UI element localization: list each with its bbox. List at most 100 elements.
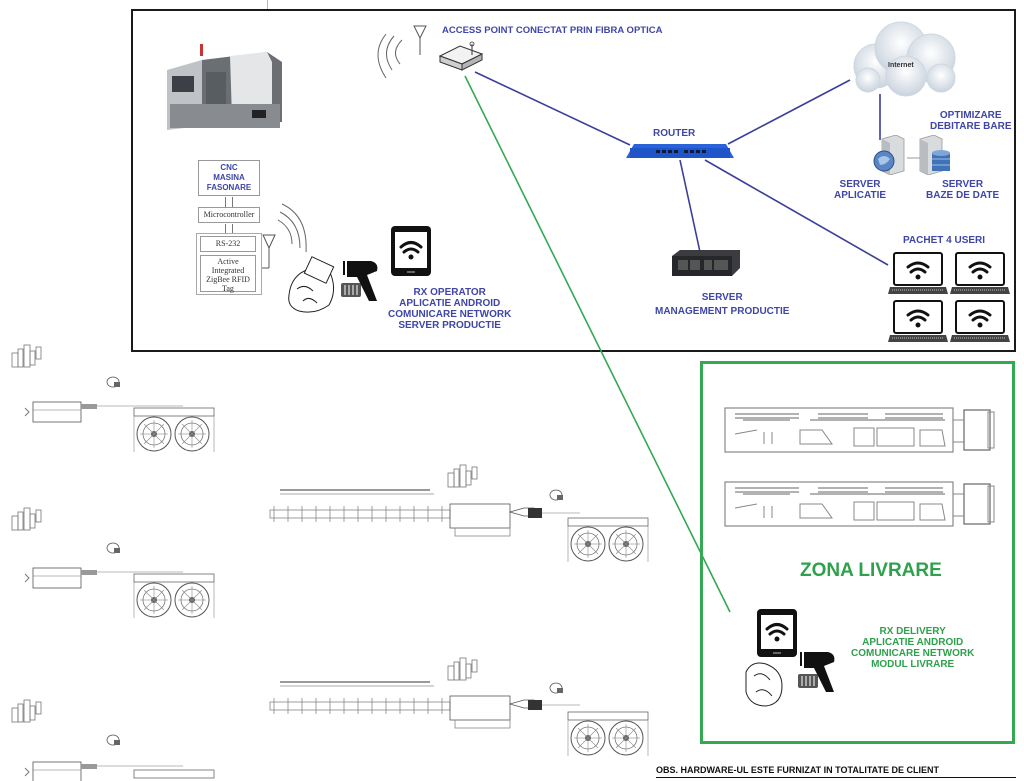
database-server-icon: [918, 135, 954, 175]
coil-frame: [133, 573, 215, 583]
coil-reel-icon: [174, 582, 210, 618]
rx-operator-line: SERVER PRODUCTIE: [398, 320, 501, 331]
truck-trailer-icon: [724, 481, 954, 527]
link-router-internet: [727, 79, 851, 145]
network-frame: [131, 9, 1016, 352]
application-server-icon: [872, 135, 908, 175]
internet-cloud-icon: Internet: [846, 18, 964, 98]
rx-operator-line: APLICATIE ANDROID: [399, 298, 501, 309]
rack-server-icon: [672, 250, 740, 276]
optimizare-line: DEBITARE BARE: [930, 121, 1012, 132]
users-package-label: PACHET 4 USERI: [903, 235, 986, 246]
laptop-icon: [888, 252, 948, 296]
coil-frame: [567, 711, 649, 721]
server-mgmt-line: SERVER: [701, 292, 743, 303]
microcontroller-box: Microcontroller: [198, 207, 260, 223]
server-management-label: SERVER MANAGEMENT PRODUCTIE: [655, 292, 789, 317]
cnc-machine-box: CNC MASINA FASONARE: [198, 160, 260, 196]
top-divider: [267, 0, 268, 9]
delivery-zone-frame: [700, 361, 1015, 744]
tag-label-line: Active: [217, 257, 239, 266]
optimizare-label: OPTIMIZARE DEBITARE BARE: [930, 110, 1011, 132]
access-point-label: ACCESS POINT CONECTAT PRIN FIBRA OPTICA: [442, 25, 663, 36]
rx-delivery-line: APLICATIE ANDROID: [862, 637, 964, 648]
users-laptops: [884, 250, 1014, 346]
truck-trailer-icon: [724, 407, 954, 453]
cnc-label-line: CNC: [220, 163, 238, 172]
cnc-label-line: MASINA: [213, 173, 245, 182]
rx-operator-label: RX OPERATOR APLICATIE ANDROID COMUNICARE…: [388, 287, 511, 331]
double-arrow-icon: [225, 224, 233, 234]
server-aplicatie-line: APLICATIE: [834, 190, 887, 201]
server-baze-line: BAZE DE DATE: [926, 190, 1000, 201]
cnc-label-line: FASONARE: [206, 183, 252, 192]
straightener-machine: [32, 761, 82, 781]
ap-antenna-icon: [413, 25, 427, 55]
cnc-machine-image: [162, 42, 287, 142]
delivery-tablet-icon: [756, 608, 798, 658]
link-ap-router: [474, 71, 631, 146]
rx-delivery-line: MODUL LIVRARE: [871, 659, 955, 670]
rfid-tag-box: Active Integrated ZigBee RFID Tag: [200, 255, 256, 293]
rfid-radio-waves-icon: [277, 203, 307, 253]
router-icon: [626, 140, 734, 162]
link-router-mgmt-server: [679, 159, 701, 253]
storage-racks-icon: [447, 657, 478, 681]
router-label: ROUTER: [653, 128, 696, 139]
coil-frame: [133, 769, 215, 779]
truck-cab-icon: [963, 483, 991, 525]
server-mgmt-line: MANAGEMENT PRODUCTIE: [655, 306, 790, 317]
coil-reel-icon: [608, 526, 644, 562]
tag-label-line: Tag: [222, 284, 234, 293]
footer-note: OBS. HARDWARE-UL ESTE FURNIZAT IN TOTALI…: [656, 765, 939, 775]
rx-delivery-line: RX DELIVERY: [879, 626, 946, 637]
coil-reel-icon: [608, 720, 644, 756]
storage-racks-icon: [447, 464, 478, 488]
storage-racks-icon: [11, 507, 42, 531]
coil-frame: [133, 407, 215, 417]
delivery-hand-scanner-icon: [742, 652, 842, 712]
coil-reel-icon: [570, 526, 606, 562]
rx-delivery-line: COMUNICARE NETWORK: [851, 648, 975, 659]
rx-operator-line: COMUNICARE NETWORK: [388, 309, 512, 320]
straightener-machine: [32, 567, 82, 589]
laptop-icon: [888, 300, 948, 344]
coil-frame: [567, 517, 649, 527]
server-aplicatie-label: SERVER APLICATIE: [834, 179, 886, 201]
coil-reel-icon: [136, 416, 172, 452]
ap-radio-waves-icon: [377, 33, 403, 79]
operator-hand-scanner-icon: [285, 255, 385, 317]
server-baze-label: SERVER BAZE DE DATE: [926, 179, 999, 201]
access-point-icon: [438, 40, 486, 72]
straightener-machine: [32, 401, 82, 423]
double-arrow-icon: [225, 197, 233, 207]
rx-operator-line: RX OPERATOR: [413, 287, 486, 298]
rfid-module-frame: [196, 233, 262, 295]
operator-tablet-icon: [390, 225, 432, 277]
laptop-icon: [950, 252, 1010, 296]
optimizare-line: OPTIMIZARE: [939, 110, 1002, 121]
server-aplicatie-line: SERVER: [839, 179, 881, 190]
server-baze-line: SERVER: [942, 179, 984, 190]
laptop-icon: [950, 300, 1010, 344]
footer-underline: [656, 777, 1016, 778]
truck-cab-icon: [963, 409, 991, 451]
link-router-users: [704, 159, 889, 266]
wireless-ap-delivery: [464, 75, 731, 613]
coil-reel-icon: [570, 720, 606, 756]
storage-racks-icon: [11, 344, 42, 368]
coil-reel-icon: [136, 582, 172, 618]
tag-label-line: ZigBee RFID: [206, 275, 250, 284]
internet-label: Internet: [888, 62, 914, 69]
rfid-antenna-icon: [262, 234, 276, 269]
tag-label-line: Integrated: [211, 266, 245, 275]
rx-delivery-label: RX DELIVERY APLICATIE ANDROID COMUNICARE…: [851, 626, 974, 670]
storage-racks-icon: [11, 699, 42, 723]
coil-reel-icon: [174, 416, 210, 452]
rs232-box: RS-232: [200, 236, 256, 252]
delivery-zone-title: ZONA LIVRARE: [800, 560, 942, 581]
